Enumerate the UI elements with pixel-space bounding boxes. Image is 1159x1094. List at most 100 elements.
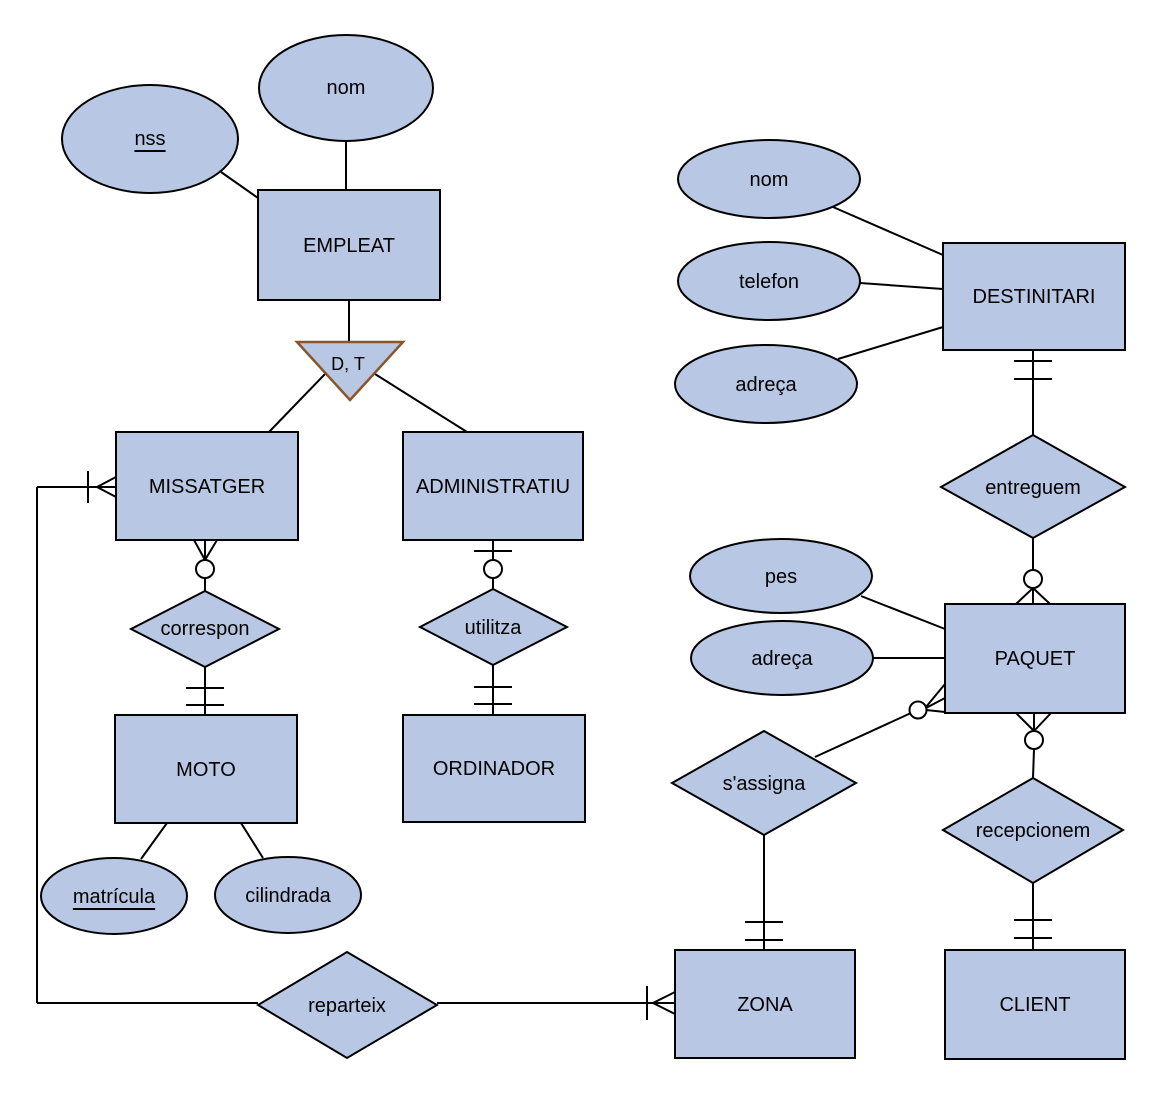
- connector-nom-destinitari: [832, 206, 944, 256]
- connector-line: [837, 326, 944, 360]
- attribute-cilindrada: [214, 856, 362, 934]
- connector-sassigna-zona: [745, 835, 783, 950]
- connector-pes-paquet: [860, 595, 946, 630]
- specialization-triangle: [294, 340, 406, 402]
- entity-missatger-label: MISSATGER: [149, 476, 265, 498]
- attribute-telefon: [677, 241, 861, 321]
- attribute-nom-destinitari-label: nom: [750, 169, 789, 191]
- optional-circle: [1024, 730, 1044, 750]
- crowfoot-line: [652, 991, 676, 1004]
- entity-paquet-label: PAQUET: [995, 648, 1076, 670]
- crowfoot-line: [1033, 712, 1052, 732]
- attribute-adreca-paquet: [690, 620, 874, 696]
- connector-nss-empleat: [220, 171, 259, 199]
- connector-moto-matricula: [140, 822, 168, 860]
- crowfoot-line: [1015, 587, 1034, 605]
- attribute-adreca-destinitari: [674, 344, 858, 424]
- connector-administratiu-utilitza: [474, 540, 512, 589]
- crowfoot-line: [204, 539, 218, 561]
- connector-reparteix-zona: [437, 986, 676, 1020]
- entity-zona-label: ZONA: [737, 994, 793, 1016]
- connector-line: [814, 712, 912, 758]
- connector-utilitza-ordinador: [474, 665, 512, 715]
- relationship-utilitza: [417, 587, 570, 667]
- relationship-correspon-label: correspon: [161, 618, 250, 640]
- connector-line: [240, 822, 264, 859]
- relationship-reparteix-label: reparteix: [308, 995, 386, 1017]
- connector-reparteix-missatger-loop: [36, 471, 258, 1004]
- crowfoot-line: [96, 476, 117, 488]
- relationship-entreguem: [938, 433, 1128, 540]
- connector-line: [268, 373, 326, 433]
- relationship-utilitza-label: utilitza: [465, 617, 523, 639]
- relationship-recepcionem: [941, 776, 1125, 885]
- entity-client-label: CLIENT: [999, 994, 1070, 1016]
- crowfoot-line: [652, 1002, 676, 1015]
- attribute-nom-empleat-label: nom: [327, 77, 366, 99]
- crowfoot-line: [925, 709, 946, 713]
- relationship-recepcionem-label: recepcionem: [976, 820, 1091, 842]
- connector-correspon-moto: [186, 667, 224, 715]
- crowfoot-line: [925, 697, 946, 709]
- optional-circle: [195, 559, 215, 579]
- connector-line: [1032, 748, 1035, 779]
- entity-ordinador: [402, 714, 586, 823]
- crowfoot-line: [1015, 712, 1035, 732]
- connector-specialization-missatger: [268, 373, 326, 433]
- relationship-sassigna-label: s'assigna: [723, 773, 807, 795]
- entity-administratiu-label: ADMINISTRATIU: [416, 476, 570, 498]
- crowfoot-line: [96, 486, 117, 498]
- attribute-pes-label: pes: [765, 566, 797, 588]
- connector-missatger-correspon: [193, 539, 218, 591]
- connector-entreguem-paquet: [1015, 538, 1051, 605]
- attribute-cilindrada-label: cilindrada: [245, 885, 331, 907]
- entity-destinitari-label: DESTINITARI: [973, 286, 1096, 308]
- attribute-matricula: [40, 857, 188, 935]
- entity-missatger: [115, 431, 299, 541]
- connector-destinitari-entreguem: [1014, 350, 1052, 435]
- connector-recepcionem-client: [1014, 883, 1052, 950]
- connector-sassigna-paquet: [814, 683, 946, 758]
- attribute-nss: [61, 84, 239, 194]
- connector-line: [859, 282, 944, 290]
- attribute-adreca-destinitari-label: adreça: [735, 374, 797, 396]
- connector-moto-cilindrada: [240, 822, 264, 859]
- crowfoot-line: [193, 539, 206, 561]
- connector-line: [860, 595, 946, 630]
- relationship-reparteix: [256, 950, 439, 1060]
- attribute-nss-label: nss: [134, 128, 165, 150]
- relationship-entreguem-label: entreguem: [985, 477, 1081, 499]
- connector-line: [374, 373, 468, 433]
- optional-circle: [1023, 569, 1043, 589]
- connector-paquet-recepcionem: [1015, 712, 1052, 779]
- optional-circle: [908, 700, 928, 720]
- crowfoot-line: [925, 683, 946, 708]
- attribute-nom-empleat: [258, 34, 434, 142]
- entity-empleat: [257, 189, 441, 301]
- entity-moto: [114, 714, 298, 824]
- attribute-pes: [689, 538, 873, 614]
- entity-destinitari: [942, 242, 1126, 351]
- crowfoot-line: [1032, 587, 1051, 605]
- entity-moto-label: MOTO: [176, 759, 236, 781]
- entity-administratiu: [402, 431, 584, 541]
- optional-circle: [483, 559, 503, 579]
- entity-ordinador-label: ORDINADOR: [433, 758, 555, 780]
- connector-line: [140, 822, 168, 860]
- connector-line: [832, 206, 944, 256]
- attribute-telefon-label: telefon: [739, 271, 799, 293]
- attribute-adreca-paquet-label: adreça: [751, 648, 813, 670]
- connector-telefon-destinitari: [859, 282, 944, 290]
- entity-paquet: [944, 603, 1126, 714]
- connector-line: [220, 171, 259, 199]
- attribute-nom-destinitari: [677, 139, 861, 219]
- connector-adreca-destinitari: [837, 326, 944, 360]
- relationship-sassigna: [669, 729, 859, 837]
- entity-client: [944, 949, 1126, 1060]
- relationship-correspon: [128, 589, 282, 669]
- specialization-label: D, T: [331, 354, 365, 374]
- connector-specialization-administratiu: [374, 373, 468, 433]
- attribute-matricula-label: matrícula: [73, 886, 156, 908]
